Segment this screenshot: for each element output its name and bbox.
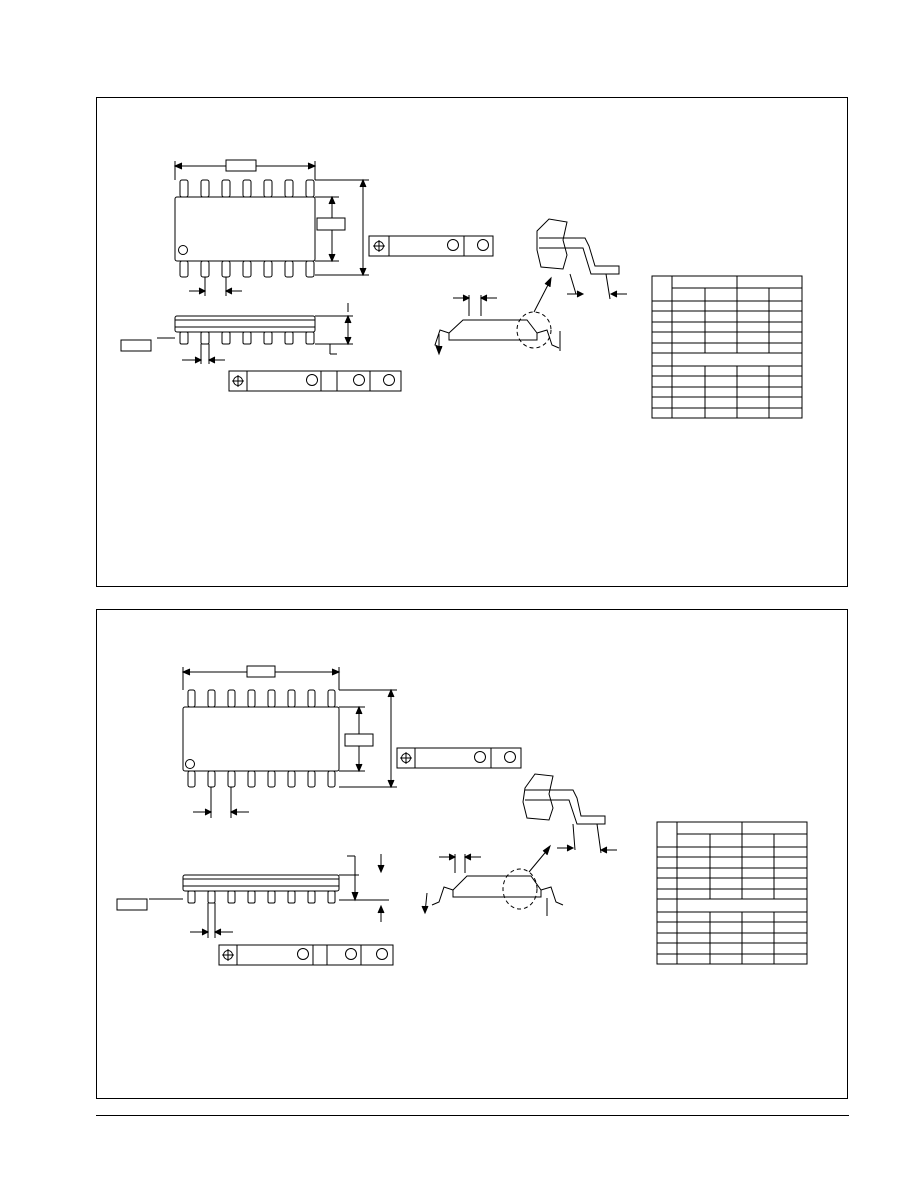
- end-view-2: [421, 844, 564, 916]
- bottom-pins-2: [187, 770, 336, 788]
- top-view-1: [173, 159, 369, 296]
- package-body-1: [174, 196, 316, 262]
- package-outline-drawing-1: [120, 159, 803, 419]
- pin-one-mark-2: [185, 759, 195, 769]
- top-view-2: [181, 665, 397, 818]
- lead-detail-2: [522, 773, 617, 854]
- top-pins-2: [187, 689, 336, 708]
- side-view-2: [116, 854, 389, 938]
- package-outline-panel-2: [96, 609, 848, 1099]
- tolerance-frame-2a: [396, 747, 522, 769]
- package-body-2: [182, 706, 340, 772]
- end-view-1: [434, 276, 561, 356]
- tolerance-frame-1b: [228, 370, 402, 392]
- tolerance-frame-2b: [218, 944, 394, 966]
- side-view-1: [120, 303, 353, 364]
- lead-detail-1: [536, 218, 627, 300]
- tolerance-frame-1a: [368, 235, 494, 257]
- dimension-table-1: [651, 275, 803, 419]
- dimension-table-2: [656, 821, 808, 965]
- top-pins-1: [179, 179, 315, 198]
- pin-one-mark-1: [178, 245, 188, 255]
- package-outline-drawing-2: [116, 665, 808, 966]
- package-outline-panel-1: [96, 97, 848, 587]
- bottom-pins-1: [179, 260, 315, 278]
- footer-rule: [96, 1115, 849, 1116]
